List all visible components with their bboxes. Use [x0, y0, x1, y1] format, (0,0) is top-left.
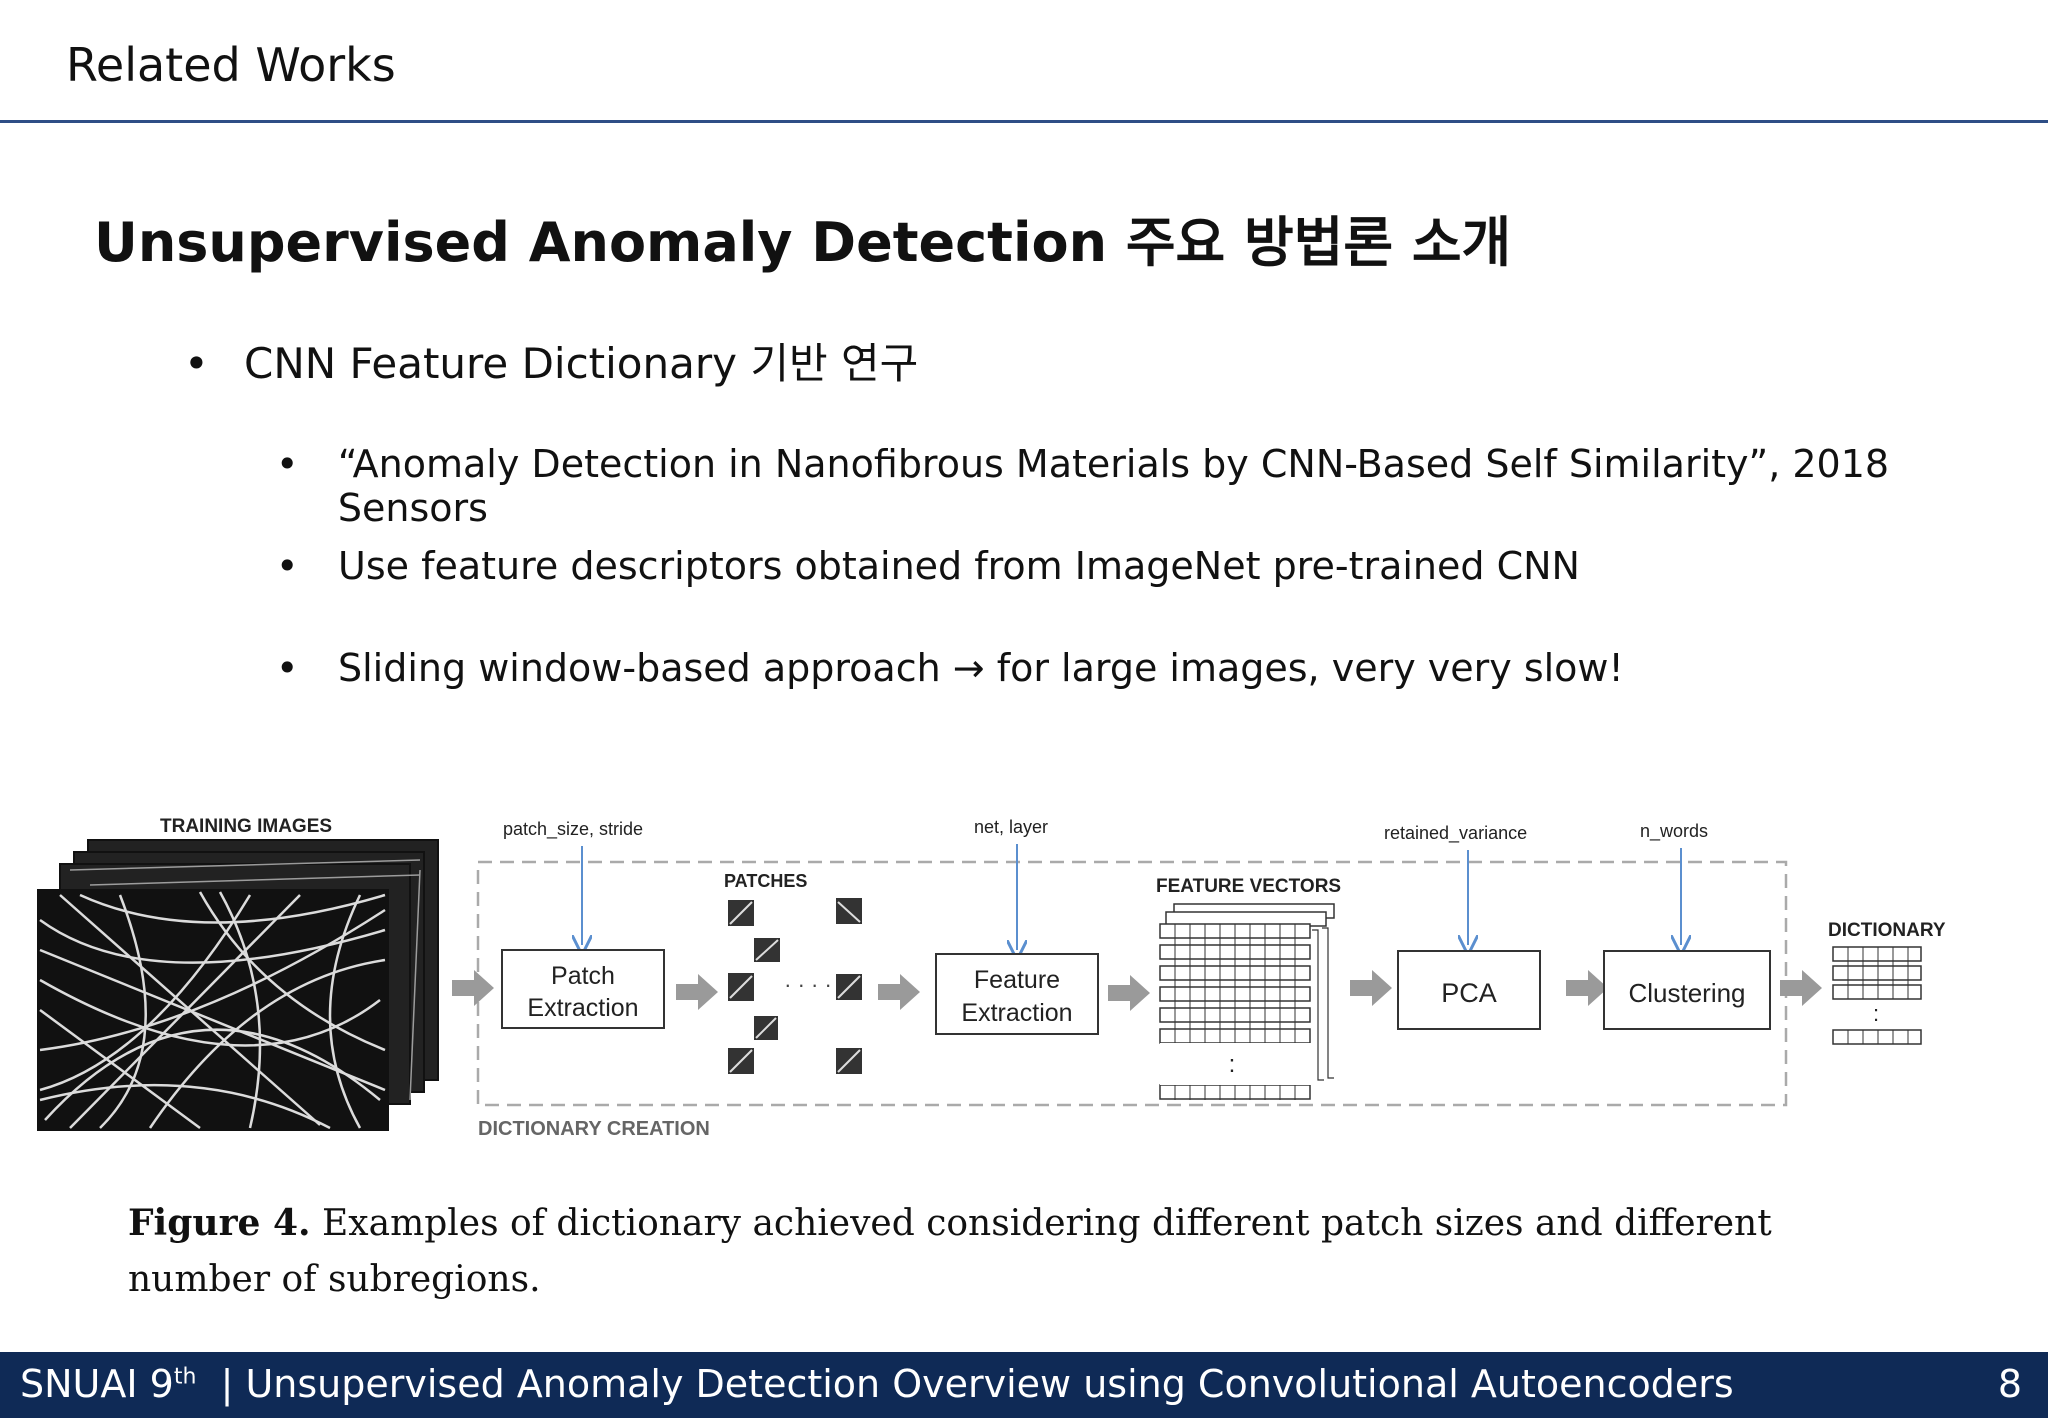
- header-rule: [0, 120, 2048, 123]
- feature-vectors-colon: :: [1229, 1051, 1236, 1078]
- dictionary-label: DICTIONARY: [1828, 920, 1946, 941]
- dictionary-colon: :: [1873, 1001, 1879, 1026]
- feature-extraction-line2: Extraction: [961, 999, 1072, 1027]
- patch-param-label: patch_size, stride: [503, 819, 643, 840]
- feature-vectors-label: FEATURE VECTORS: [1156, 876, 1341, 897]
- footer-bar: SNUAI 9th | Unsupervised Anomaly Detecti…: [0, 1352, 2048, 1418]
- bullet-text: Sliding window-based approach → for larg…: [338, 646, 1624, 690]
- patches-label: PATCHES: [724, 871, 807, 891]
- training-images-label: TRAINING IMAGES: [160, 816, 332, 837]
- pca-box: [1397, 950, 1541, 1030]
- footer-org-sup: th: [173, 1364, 197, 1390]
- patch-extraction-box: [501, 949, 665, 1029]
- feature-extraction-box: [935, 953, 1099, 1035]
- bullet-text: “Anomaly Detection in Nanofibrous Materi…: [337, 442, 1890, 530]
- clustering-label: Clustering: [1628, 978, 1745, 1008]
- section-title: Related Works: [66, 38, 396, 92]
- figure-caption: Figure 4. Examples of dictionary achieve…: [128, 1195, 1908, 1308]
- footer-title: SNUAI 9th | Unsupervised Anomaly Detecti…: [20, 1362, 1734, 1406]
- caption-label: Figure 4.: [128, 1202, 311, 1244]
- page-number: 8: [1997, 1362, 2022, 1406]
- training-images-stack: [37, 839, 439, 1131]
- sub-bullet-sliding: • Sliding window-based approach → for la…: [276, 646, 1624, 690]
- pca-label: PCA: [1441, 978, 1497, 1008]
- patches-ellipsis: · · · ·: [784, 972, 832, 997]
- dictionary-rows: [1832, 946, 1922, 1045]
- clustering-box: [1603, 950, 1771, 1030]
- words-param-label: n_words: [1640, 821, 1708, 842]
- variance-param-label: retained_variance: [1384, 823, 1527, 844]
- feature-extraction-line1: Feature: [974, 966, 1060, 994]
- dictionary-creation-label: DICTIONARY CREATION: [478, 1118, 710, 1140]
- net-param-label: net, layer: [974, 817, 1048, 837]
- bullet-text: Use feature descriptors obtained from Im…: [338, 544, 1580, 588]
- bullet-dot: •: [276, 442, 299, 486]
- patch-extraction-line2: Extraction: [527, 994, 638, 1022]
- patch-extraction-line1: Patch: [551, 962, 615, 990]
- bullet-dot: •: [276, 544, 299, 588]
- bullet-main: • CNN Feature Dictionary 기반 연구: [184, 330, 918, 391]
- slide-title: Unsupervised Anomaly Detection 주요 방법론 소개: [94, 211, 1512, 274]
- sub-bullet-features: • Use feature descriptors obtained from …: [276, 544, 1580, 588]
- sub-bullet-paper: • “Anomaly Detection in Nanofibrous Mate…: [276, 442, 2048, 530]
- footer-talk-title: | Unsupervised Anomaly Detection Overvie…: [196, 1362, 1734, 1406]
- bullet-dot: •: [276, 646, 299, 690]
- bullet-dot: •: [184, 339, 209, 388]
- bullet-text: CNN Feature Dictionary 기반 연구: [244, 339, 919, 388]
- flow-arrows: [452, 970, 1822, 1011]
- feature-vector-cells: [1174, 924, 1296, 1100]
- pipeline-figure: TRAINING IMAGES DICTIONARY CREATION patc…: [37, 816, 1946, 1140]
- caption-text: Examples of dictionary achieved consider…: [128, 1203, 1772, 1300]
- footer-org: SNUAI 9: [20, 1362, 174, 1406]
